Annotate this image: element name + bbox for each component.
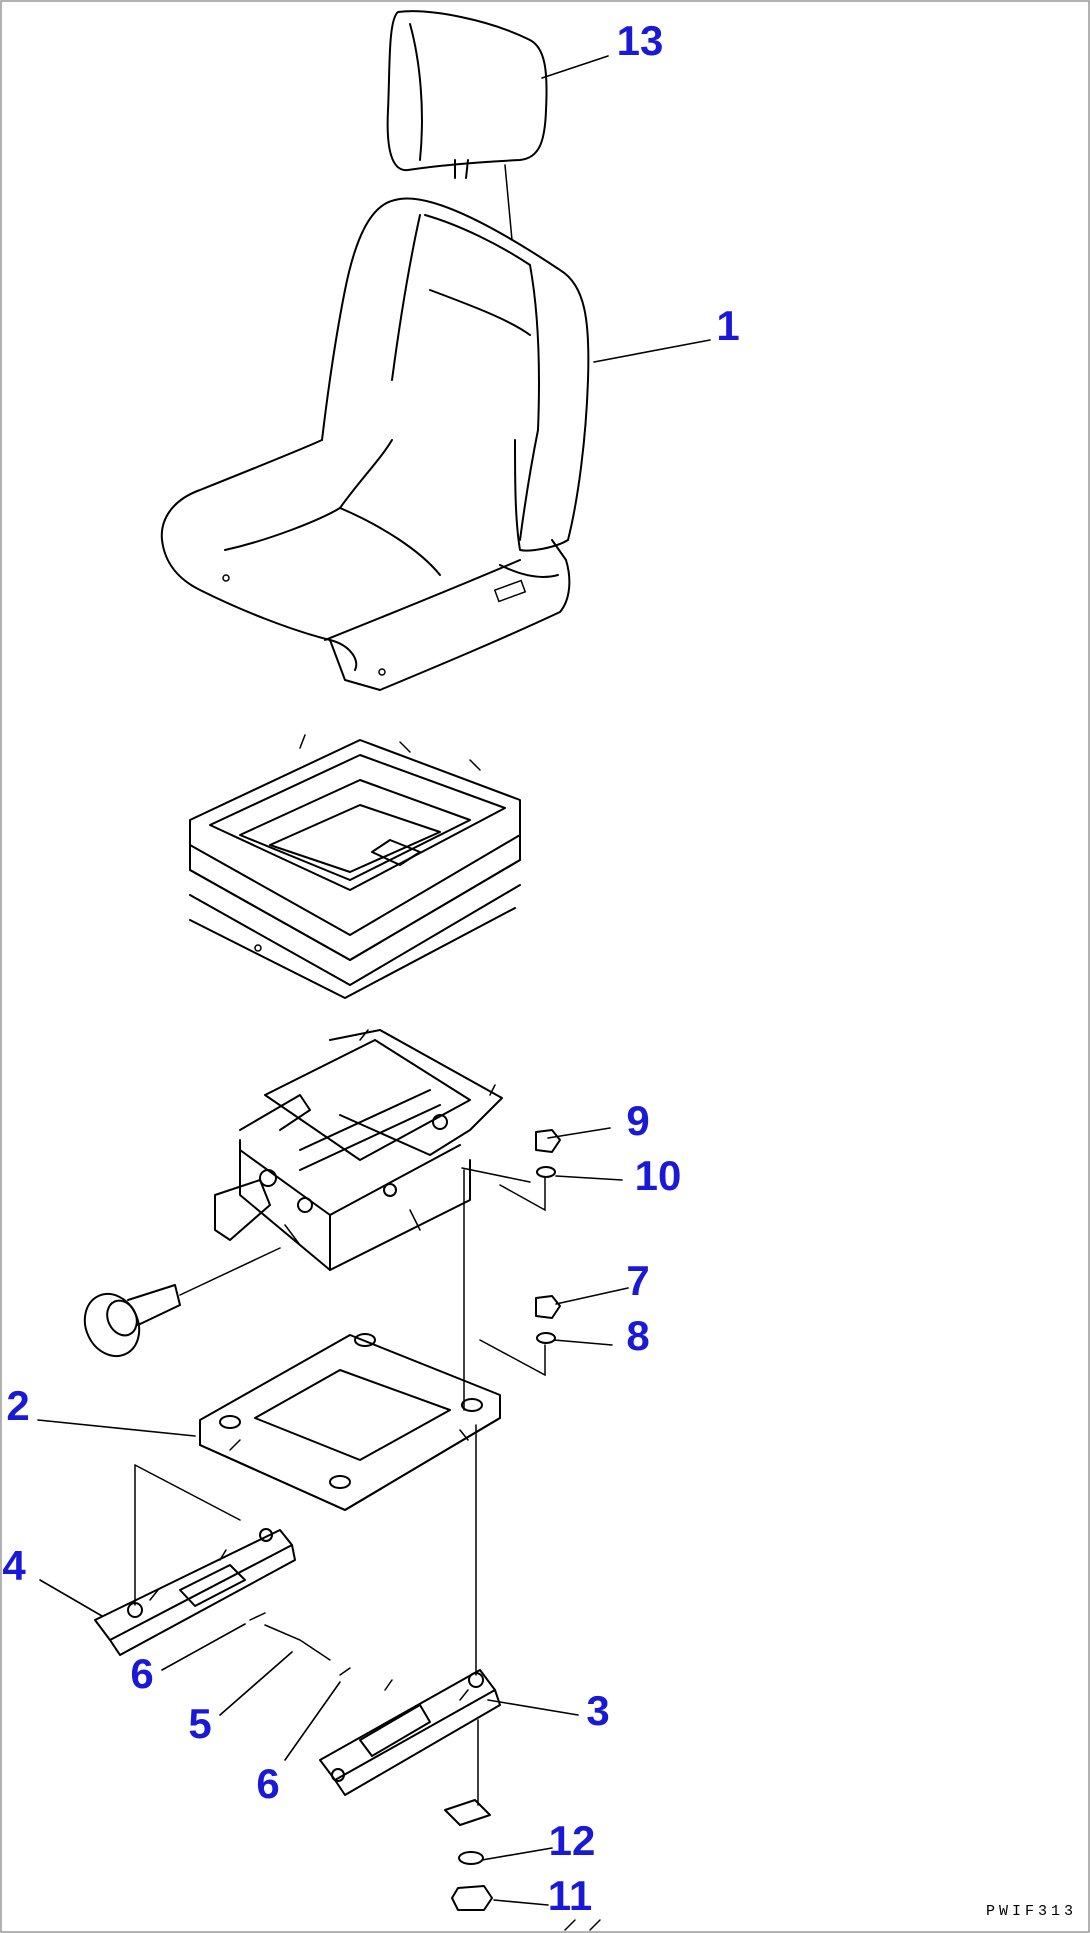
- callout-c11: 11: [548, 1872, 592, 1919]
- suspension-mechanism: [214, 1029, 503, 1271]
- washer-10: [536, 1166, 556, 1178]
- nut-9: [535, 1129, 561, 1153]
- callout-c1: 1: [716, 302, 739, 349]
- drawing-code: PWIF313: [986, 1903, 1077, 1920]
- plate: [444, 1799, 491, 1826]
- nut-11: [451, 1885, 493, 1911]
- callout-c3: 3: [586, 1687, 609, 1734]
- callout-c8: 8: [626, 1312, 649, 1359]
- seat-assembly: [160, 197, 590, 691]
- hardware: [444, 1129, 601, 1931]
- callout-c5: 5: [188, 1700, 211, 1747]
- slide-rail-left: [94, 1464, 296, 1656]
- headrest: [386, 10, 548, 241]
- callout-c4: 4: [2, 1542, 26, 1589]
- leader-lines: [37, 55, 711, 1906]
- callout-c7: 7: [626, 1257, 649, 1304]
- callout-c12: 12: [549, 1817, 596, 1864]
- callout-c2: 2: [6, 1382, 29, 1429]
- washer-8: [536, 1332, 556, 1344]
- adjust-knob: [83, 1247, 281, 1358]
- suspension-bellows: [189, 734, 521, 999]
- spring-and-pins: [249, 1612, 351, 1676]
- callout-labels: 13 1 9 10 7 8 2 4 656 3 12 11: [2, 17, 739, 1919]
- callout-c13: 13: [617, 17, 664, 64]
- nut-7: [535, 1295, 561, 1319]
- washer-12: [458, 1851, 484, 1865]
- callout-c9: 9: [626, 1097, 649, 1144]
- callout-c6a: 6: [130, 1650, 153, 1697]
- callout-c10: 10: [635, 1152, 682, 1199]
- base-plate: [199, 1333, 501, 1511]
- slide-rail-right: [319, 1169, 501, 1796]
- callout-c6b: 6: [256, 1760, 279, 1807]
